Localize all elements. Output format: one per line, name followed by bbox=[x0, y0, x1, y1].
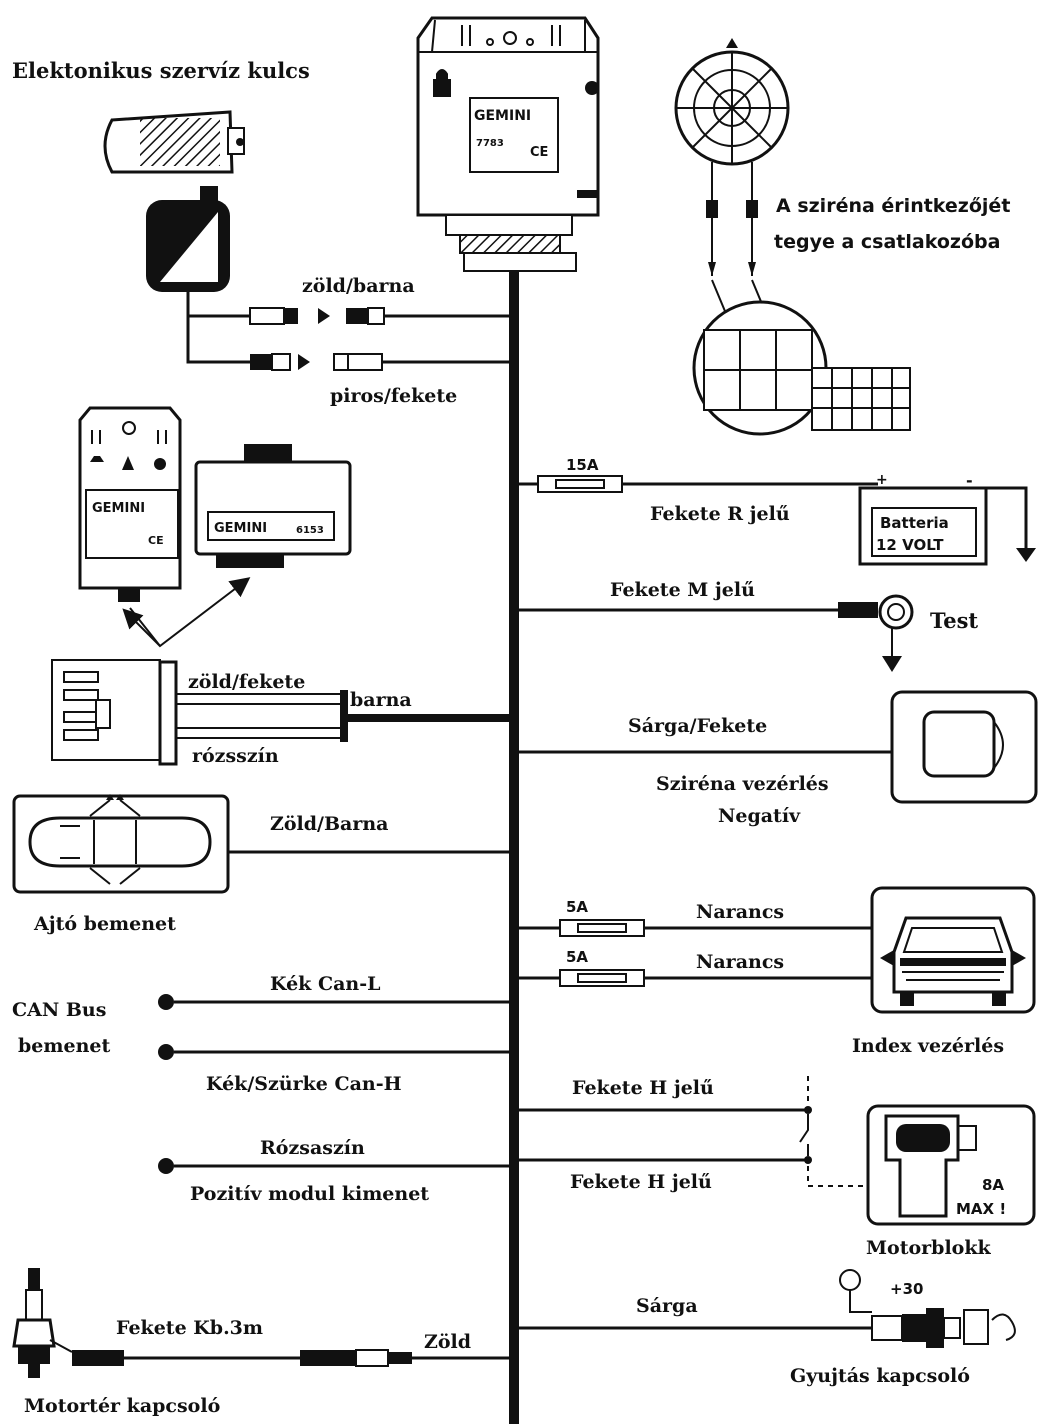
pager-unit: GEMINI CE bbox=[78, 406, 182, 602]
can-l-terminal bbox=[158, 994, 174, 1010]
siren-contact-pins bbox=[706, 200, 758, 276]
can-bus-label-2: bemenet bbox=[18, 1035, 110, 1057]
engine-block-label: Motorblokk bbox=[866, 1237, 992, 1259]
car-icon bbox=[90, 456, 104, 462]
ground-icon bbox=[882, 656, 902, 672]
door-input-label: Ajtó bemenet bbox=[33, 913, 176, 935]
service-key bbox=[103, 110, 245, 174]
black-m-label: Fekete M jelű bbox=[610, 579, 755, 601]
max-label-1: 8A bbox=[982, 1176, 1004, 1194]
battery-label-1: Batteria bbox=[880, 514, 949, 532]
black-h-2-label: Fekete H jelű bbox=[570, 1171, 712, 1193]
battery-label-2: 12 VOLT bbox=[876, 536, 944, 554]
main-unit-ce: CE bbox=[530, 145, 548, 160]
green-brown-connector bbox=[249, 307, 385, 325]
positive-out-terminal bbox=[158, 1158, 174, 1174]
fuse-15a-label: 15A bbox=[566, 456, 599, 474]
can-bus-label-1: CAN Bus bbox=[12, 999, 106, 1021]
battery: Batteria 12 VOLT + - bbox=[858, 471, 988, 566]
fuse-5a-2-label: 5A bbox=[566, 948, 588, 966]
fuse-5a-1-label: 5A bbox=[566, 898, 588, 916]
svg-text:-: - bbox=[966, 471, 973, 490]
can-h-terminal bbox=[158, 1044, 174, 1060]
ground-label: Test bbox=[930, 608, 978, 633]
pager-ce: CE bbox=[148, 534, 164, 547]
orange-2-label: Narancs bbox=[696, 951, 784, 973]
plus30-label: +30 bbox=[890, 1280, 923, 1298]
siren-socket bbox=[692, 300, 911, 436]
ignition-label: Gyujtás kapcsoló bbox=[790, 1365, 970, 1387]
pink-2-label: Rózsaszín bbox=[260, 1137, 365, 1159]
pager-brand: GEMINI bbox=[92, 501, 145, 516]
door-car-icon bbox=[12, 794, 230, 894]
siren-control-label-1: Sziréna vezérlés bbox=[656, 773, 829, 795]
receiver-unit: GEMINI 6153 bbox=[194, 444, 352, 568]
green-brown-label: zöld/barna bbox=[302, 275, 415, 297]
lock-icon bbox=[433, 69, 451, 97]
orange-1-label: Narancs bbox=[696, 901, 784, 923]
receiver-brand: GEMINI bbox=[214, 521, 267, 536]
ignition-switch bbox=[839, 1269, 1016, 1348]
main-control-unit: GEMINI 7783 CE bbox=[416, 16, 600, 272]
door-wire-label: Zöld/Barna bbox=[270, 813, 389, 835]
fuse-5a-2 bbox=[559, 969, 645, 987]
siren-speaker bbox=[674, 38, 790, 200]
can-l-label: Kék Can-L bbox=[270, 973, 380, 995]
main-unit-brand: GEMINI bbox=[474, 108, 531, 124]
pager-connector bbox=[51, 659, 178, 766]
index-control-label: Index vezérlés bbox=[852, 1035, 1004, 1057]
service-key-title: Elektonikus szervíz kulcs bbox=[12, 58, 310, 83]
black-r-label: Fekete R jelű bbox=[650, 503, 790, 525]
key-reader bbox=[146, 186, 230, 292]
engine-block-box: 8A MAX ! bbox=[866, 1104, 1036, 1226]
svg-text:+: + bbox=[876, 472, 888, 488]
positive-out-label: Pozitív modul kimenet bbox=[190, 1183, 429, 1205]
green-label: Zöld bbox=[424, 1331, 471, 1353]
siren-icon bbox=[122, 456, 134, 470]
siren-contact-text-1: A sziréna érintkezőjét bbox=[776, 195, 1010, 217]
main-harness bbox=[509, 258, 519, 1424]
brown-label: barna bbox=[350, 689, 412, 711]
red-black-label: piros/fekete bbox=[330, 385, 457, 407]
yellow-label: Sárga bbox=[636, 1295, 698, 1317]
black-h-1-label: Fekete H jelű bbox=[572, 1077, 714, 1099]
ground-ring bbox=[878, 594, 914, 630]
siren-box bbox=[890, 690, 1038, 804]
red-black-connector bbox=[250, 353, 383, 371]
yellow-black-label: Sárga/Fekete bbox=[628, 715, 767, 737]
siren-control-label-2: Negatív bbox=[718, 805, 801, 827]
receiver-model: 6153 bbox=[296, 525, 324, 536]
lock-icon-small bbox=[154, 458, 166, 470]
siren-contact-text-2: tegye a csatlakozóba bbox=[774, 231, 1000, 253]
green-black-label: zöld/fekete bbox=[188, 671, 305, 693]
fuse-5a-1 bbox=[559, 919, 645, 937]
hood-switch bbox=[12, 1268, 56, 1378]
hood-switch-label: Motortér kapcsoló bbox=[24, 1395, 220, 1417]
indicator-car-box bbox=[870, 886, 1036, 1014]
max-label-2: MAX ! bbox=[956, 1200, 1006, 1218]
can-h-label: Kék/Szürke Can-H bbox=[206, 1073, 402, 1095]
black-3m-label: Fekete Kb.3m bbox=[116, 1317, 263, 1339]
led-indicator bbox=[585, 81, 599, 95]
main-unit-model: 7783 bbox=[476, 138, 504, 149]
fuse-15a bbox=[537, 475, 623, 493]
battery-ground-icon bbox=[1016, 548, 1036, 562]
pink-label: rózsszín bbox=[192, 745, 279, 767]
